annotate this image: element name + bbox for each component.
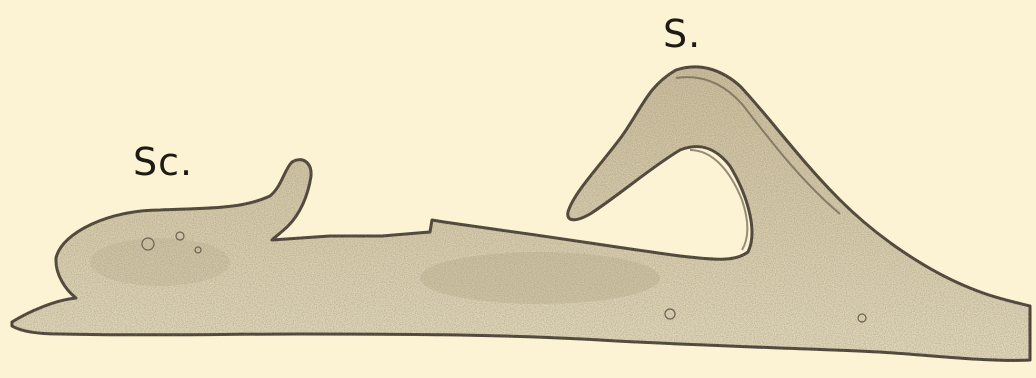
interior-shading-left [90,238,230,286]
label-sc: Sc. [133,143,193,181]
stipple-texture [12,67,1030,361]
label-s: S. [663,15,701,53]
interior-shading [420,252,660,304]
